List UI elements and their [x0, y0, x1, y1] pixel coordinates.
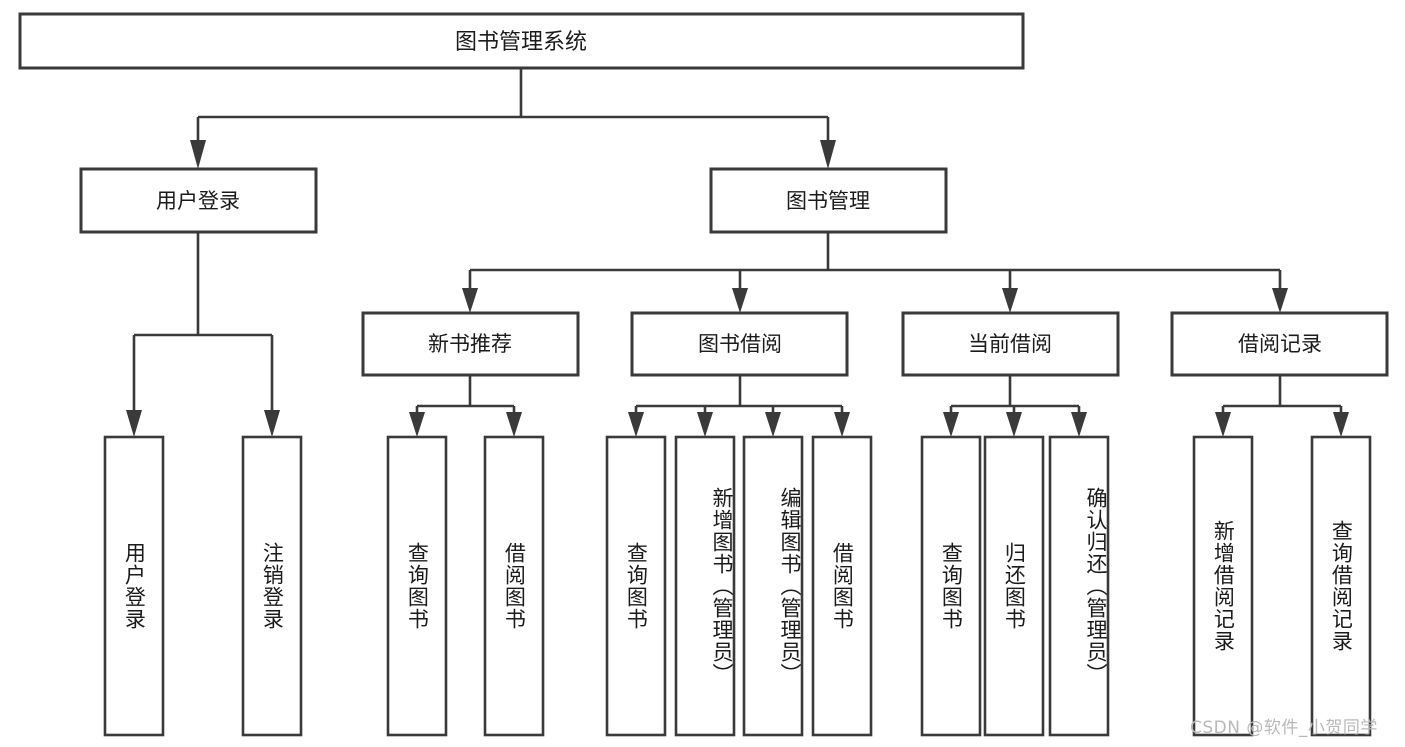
arrow-head-leaf-query-book-current [943, 412, 959, 437]
arrow-head-new-book-rec [462, 288, 478, 313]
node-root-box[interactable] [18, 12, 1025, 70]
arrow-head-leaf-confirm-return [1071, 412, 1087, 437]
node-book-borrow-label: 图书借阅 [698, 332, 782, 356]
arrow-head-leaf-return-book [1006, 412, 1022, 437]
node-book-borrow-box[interactable] [630, 311, 849, 377]
node-new-book-rec[interactable]: 新书推荐 [361, 311, 580, 377]
node-book-manage-label: 图书管理 [786, 189, 870, 213]
arrow-head-user-login [190, 140, 206, 169]
arrow-head-leaf-user-login [126, 410, 142, 437]
node-new-book-rec-box[interactable] [361, 311, 580, 377]
node-new-book-rec-label: 新书推荐 [428, 332, 512, 356]
arrow-head-current-borrow [1002, 288, 1018, 313]
leaf-box-borrow-book[interactable] [811, 435, 873, 737]
arrow-head-leaf-logout [264, 410, 280, 437]
leaf-box-edit-book[interactable] [742, 435, 804, 737]
node-root[interactable]: 图书管理系统 [18, 12, 1025, 70]
node-borrow-record-label: 借阅记录 [1238, 332, 1322, 356]
leaf-box-query-book-rec[interactable] [386, 435, 448, 737]
arrow-head-leaf-borrow-book-rec [506, 412, 522, 437]
arrow-head-leaf-edit-book [765, 412, 781, 437]
arrow-head-borrow-record [1272, 288, 1288, 313]
node-user-login-label: 用户登录 [156, 189, 240, 213]
arrow-head-leaf-query-book-borrow [628, 412, 644, 437]
node-borrow-record[interactable]: 借阅记录 [1170, 311, 1389, 377]
node-root-label: 图书管理系统 [455, 30, 587, 55]
leaf-box-add-record[interactable] [1192, 435, 1254, 737]
node-book-manage-box[interactable] [709, 167, 948, 234]
leaf-box-return-book[interactable] [983, 435, 1045, 737]
leaf-box-query-book-borrow[interactable] [605, 435, 667, 737]
node-current-borrow-label: 当前借阅 [968, 332, 1052, 356]
leaf-box-borrow-book-rec[interactable] [483, 435, 545, 737]
watermark-text: CSDN @软件_小贺同学 [1190, 718, 1378, 738]
leaf-box-add-book[interactable] [674, 435, 736, 737]
arrow-head-book-manage [820, 140, 836, 169]
arrow-head-leaf-query-book-rec [409, 412, 425, 437]
leaf-box-query-book-current[interactable] [920, 435, 982, 737]
leaf-box-confirm-return[interactable] [1048, 435, 1110, 737]
leaf-box-user-login[interactable] [103, 435, 165, 737]
arrow-head-leaf-add-book [697, 412, 713, 437]
leaf-box-logout[interactable] [241, 435, 303, 737]
arrow-head-leaf-add-record [1215, 412, 1231, 437]
node-borrow-record-box[interactable] [1170, 311, 1389, 377]
arrow-head-book-borrow [732, 288, 748, 313]
node-book-manage[interactable]: 图书管理 [709, 167, 948, 234]
node-book-borrow[interactable]: 图书借阅 [630, 311, 849, 377]
arrow-head-leaf-query-record [1333, 412, 1349, 437]
node-user-login[interactable]: 用户登录 [79, 167, 318, 234]
node-current-borrow[interactable]: 当前借阅 [901, 311, 1120, 377]
node-current-borrow-box[interactable] [901, 311, 1120, 377]
leaf-box-query-record[interactable] [1310, 435, 1372, 737]
arrow-head-leaf-borrow-book [834, 412, 850, 437]
